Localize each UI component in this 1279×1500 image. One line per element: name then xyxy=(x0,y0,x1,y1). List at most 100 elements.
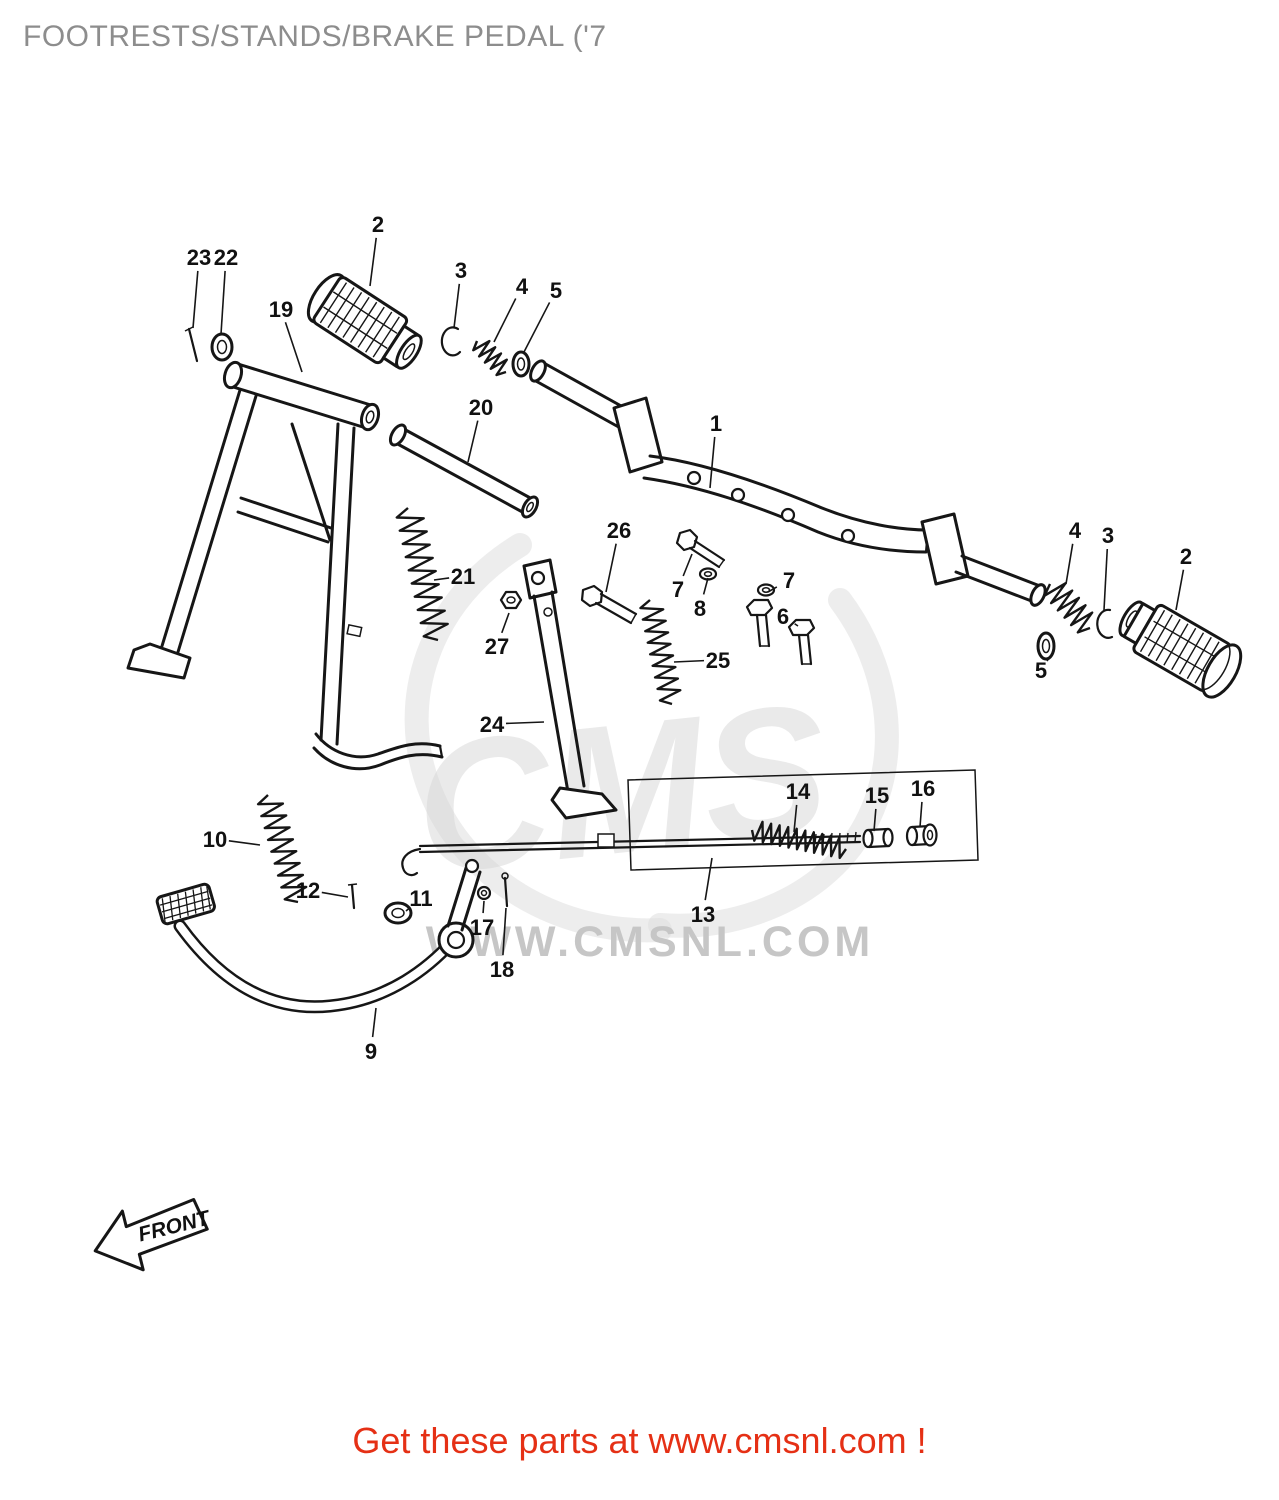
part-footrest-grip-left xyxy=(306,273,423,370)
part-number-12: 12 xyxy=(296,878,320,903)
part-box-outline xyxy=(627,769,979,871)
part-number-2: 2 xyxy=(1180,544,1192,569)
part-nut-27 xyxy=(499,590,523,610)
leader-line xyxy=(709,436,716,489)
leader-line xyxy=(1175,569,1185,611)
leader-line xyxy=(682,553,693,577)
leader-line xyxy=(502,907,507,956)
leader-line xyxy=(284,322,303,373)
part-washer-22 xyxy=(210,332,234,362)
part-washer-8 xyxy=(698,567,718,581)
part-spring-25 xyxy=(639,599,682,706)
part-number-16: 16 xyxy=(911,776,935,801)
part-number-6: 6 xyxy=(777,604,789,629)
part-number-17: 17 xyxy=(470,915,494,940)
part-number-25: 25 xyxy=(706,648,730,673)
part-main-bracket xyxy=(612,396,1047,607)
part-number-18: 18 xyxy=(490,957,514,982)
part-rod-20 xyxy=(388,423,540,519)
part-footrest-grip-right xyxy=(1118,600,1243,699)
watermark-logo: CMS xyxy=(406,665,836,913)
leader-line xyxy=(493,298,517,343)
leader-line xyxy=(228,840,261,846)
leader-line xyxy=(704,857,713,901)
leader-line xyxy=(433,577,450,581)
part-number-8: 8 xyxy=(694,596,706,621)
leader-line xyxy=(794,623,799,627)
part-brake-pedal xyxy=(155,858,482,1014)
page-title: FOOTRESTS/STANDS/BRAKE PEDAL ('7 xyxy=(23,20,607,53)
part-spring-21 xyxy=(395,507,449,642)
part-number-9: 9 xyxy=(365,1039,377,1064)
leader-line xyxy=(767,586,778,593)
watermark: CMS WWW.CMSNL.COM xyxy=(404,533,899,966)
part-number-4: 4 xyxy=(516,274,529,299)
leader-line xyxy=(501,612,510,634)
part-number-13: 13 xyxy=(691,902,715,927)
part-number-19: 19 xyxy=(269,297,293,322)
part-spring-4-left xyxy=(472,339,508,377)
leader-line xyxy=(793,804,798,833)
leader-line xyxy=(453,283,461,329)
leader-line xyxy=(505,721,545,725)
part-number-26: 26 xyxy=(607,518,631,543)
part-adjuster-16 xyxy=(905,823,938,847)
part-center-stand xyxy=(126,360,444,771)
part-washer-5-left xyxy=(511,350,531,378)
part-number-20: 20 xyxy=(469,395,493,420)
part-washer-11 xyxy=(383,901,413,925)
part-spring-4-right xyxy=(1043,582,1094,634)
leader-line xyxy=(405,906,411,912)
part-bolt-7 xyxy=(675,528,726,569)
leader-line xyxy=(1046,657,1050,662)
part-bolt-6b xyxy=(787,618,816,666)
leader-line xyxy=(371,1007,377,1038)
footer-link[interactable]: Get these parts at www.cmsnl.com ! xyxy=(352,1420,927,1461)
part-number-5: 5 xyxy=(550,278,562,303)
part-number-7: 7 xyxy=(672,577,684,602)
leader-line xyxy=(1103,548,1109,611)
leader-line xyxy=(467,420,479,463)
part-pin-18 xyxy=(501,872,509,908)
leader-line xyxy=(523,302,551,353)
part-number-5: 5 xyxy=(1035,658,1047,683)
part-number-24: 24 xyxy=(480,712,505,737)
part-number-3: 3 xyxy=(455,258,467,283)
watermark-site-text: WWW.CMSNL.COM xyxy=(426,918,874,966)
part-number-15: 15 xyxy=(865,783,889,808)
leader-line xyxy=(919,801,923,828)
knurl-pattern xyxy=(319,282,400,358)
leader-line xyxy=(482,900,485,914)
part-sleeve-15 xyxy=(862,827,894,849)
part-number-2: 2 xyxy=(372,212,384,237)
leader-line xyxy=(369,237,378,287)
part-number-11: 11 xyxy=(409,886,432,911)
part-washer-17 xyxy=(476,885,492,901)
part-number-22: 22 xyxy=(214,245,238,270)
part-pin-23 xyxy=(184,326,199,363)
part-washer-5-right xyxy=(1036,631,1056,661)
part-brake-rod-13 xyxy=(401,831,862,877)
part-bolt-6a xyxy=(745,598,774,648)
part-circlip-right xyxy=(1096,608,1114,639)
part-number-14: 14 xyxy=(786,779,811,804)
part-footrest-rod-left xyxy=(529,359,634,432)
leader-line xyxy=(192,270,199,329)
leader-line xyxy=(605,543,617,593)
part-number-7: 7 xyxy=(783,568,795,593)
part-spring-14 xyxy=(750,820,847,860)
part-washer-7 xyxy=(756,583,776,597)
part-number-27: 27 xyxy=(485,634,509,659)
knurl-pattern xyxy=(1139,609,1220,684)
leader-line xyxy=(873,808,877,832)
leader-line xyxy=(702,577,709,595)
part-spring-10 xyxy=(256,794,308,904)
leader-line xyxy=(321,891,349,898)
part-side-stand xyxy=(522,558,618,820)
leader-line xyxy=(1065,543,1074,585)
part-number-23: 23 xyxy=(187,245,211,270)
part-circlip-left xyxy=(440,326,462,357)
part-bolt-26 xyxy=(580,584,638,625)
part-number-10: 10 xyxy=(203,827,227,852)
